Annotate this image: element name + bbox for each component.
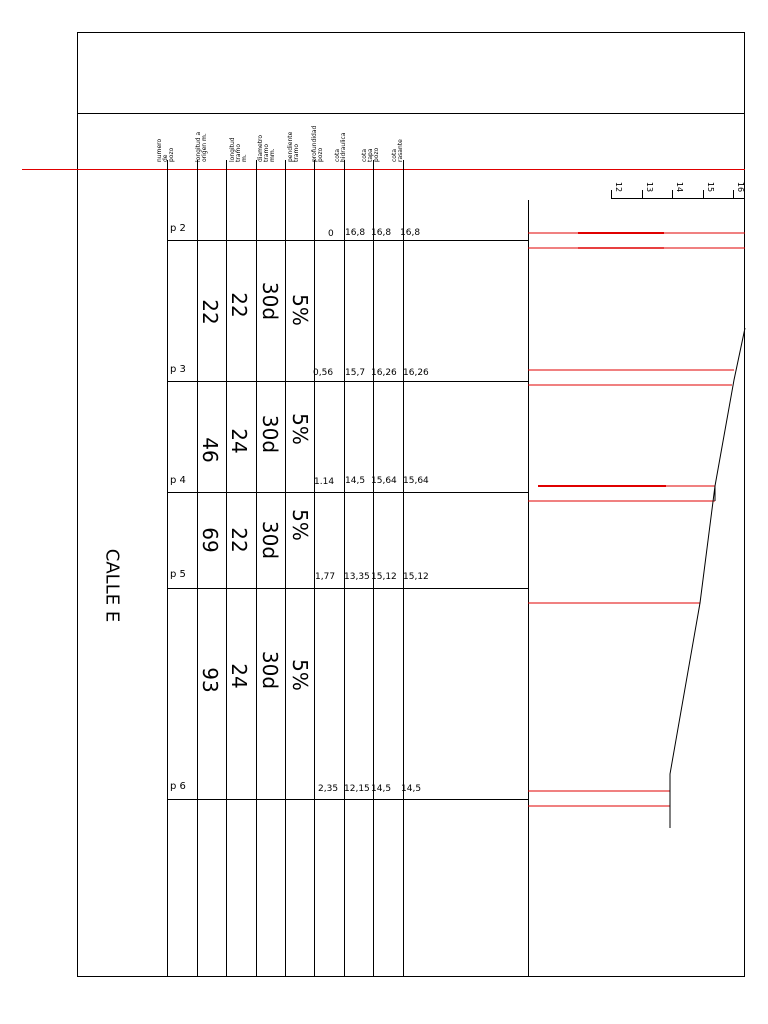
scale-tick [733, 190, 734, 198]
pozo-line-p3 [167, 381, 528, 382]
longitud-tramo-value: 22 [227, 292, 251, 318]
longitud-origen-value: 46 [198, 437, 222, 463]
profundidad-value: 0 [328, 229, 334, 239]
scale-tick [642, 190, 643, 198]
drawing-frame [77, 32, 745, 977]
cota-hidraulica-value: 13,35 [344, 572, 370, 582]
pozo-label: p 4 [170, 475, 186, 486]
column-line [314, 160, 315, 977]
cota-rasante-value: 16,26 [403, 368, 429, 378]
column-line [344, 160, 345, 977]
scale-tick [703, 190, 704, 198]
header-diametro: diametro tramo mm. [257, 134, 276, 162]
cota-tapa-value: 15,64 [371, 476, 397, 486]
profundidad-value: 1,77 [315, 572, 336, 582]
pozo-label: p 3 [170, 364, 186, 375]
longitud-origen-value: 93 [198, 667, 222, 693]
scale-axis [611, 198, 745, 199]
column-line [167, 160, 168, 977]
header-pendiente: pendiente tramo [287, 131, 300, 162]
longitud-tramo-value: 24 [227, 663, 251, 689]
cota-hidraulica-value: 15,7 [345, 368, 366, 378]
column-line [197, 160, 198, 977]
diametro-value: 30d [258, 650, 282, 690]
cota-rasante-value: 14,5 [401, 784, 422, 794]
header-cota-hidraulica: cota hidraulica [334, 132, 347, 162]
column-line [226, 160, 227, 977]
pendiente-value: 5% [288, 509, 312, 541]
header-numero: numero de pozo [156, 138, 175, 162]
title-block-divider [77, 113, 745, 114]
pozo-line-p4 [167, 492, 528, 493]
longitud-origen-value: 22 [198, 299, 222, 325]
longitud-tramo-value: 24 [227, 428, 251, 454]
column-line [373, 160, 374, 977]
profundidad-value: 2,35 [318, 784, 339, 794]
header-profundidad: profundidad pozo [311, 125, 324, 162]
scale-tick [611, 190, 612, 198]
header-red-line [22, 169, 745, 170]
cota-tapa-value: 15,12 [371, 572, 397, 582]
profile-drawing [528, 232, 746, 828]
ground-profile [669, 327, 746, 828]
column-line [256, 160, 257, 977]
cota-hidraulica-value: 12,15 [344, 784, 370, 794]
pendiente-value: 5% [288, 659, 312, 691]
cota-rasante-value: 15,12 [403, 572, 429, 582]
scale-tick [672, 190, 673, 198]
cota-rasante-value: 15,64 [403, 476, 429, 486]
cota-hidraulica-value: 14,5 [345, 476, 366, 486]
diametro-value: 30d [258, 520, 282, 560]
diametro-value: 30d [258, 414, 282, 454]
cota-rasante-value: 16,8 [400, 228, 421, 238]
column-line [285, 160, 286, 977]
profundidad-value: 0,56 [313, 368, 334, 378]
pozo-label: p 2 [170, 223, 186, 234]
longitud-origen-value: 69 [198, 527, 222, 553]
column-line [403, 160, 404, 977]
profundidad-value: 1.14 [314, 477, 335, 487]
pendiente-value: 5% [288, 413, 312, 445]
pozo-label: p 5 [170, 569, 186, 580]
pozo-line-p2 [167, 240, 528, 241]
pendiente-value: 5% [288, 294, 312, 326]
header-cota-rasante: cota rasante [391, 139, 404, 162]
profile-left-line [528, 200, 529, 977]
street-name: CALLE E [101, 548, 123, 623]
cota-tapa-value: 16,26 [371, 368, 397, 378]
longitud-tramo-value: 22 [227, 527, 251, 553]
header-longitud-tramo: longitud tramo m. [229, 137, 248, 162]
cota-hidraulica-value: 16,8 [345, 228, 366, 238]
pozo-line-p6 [167, 799, 528, 800]
cota-tapa-value: 16,8 [371, 228, 392, 238]
pozo-label: p 6 [170, 781, 186, 792]
header-cota-pozo: cota tapa pozo [361, 147, 380, 162]
cota-tapa-value: 14,5 [371, 784, 392, 794]
header-longitud-origen: longitud a origen m. [195, 131, 208, 162]
diametro-value: 30d [258, 281, 282, 321]
pozo-line-p5 [167, 588, 528, 589]
